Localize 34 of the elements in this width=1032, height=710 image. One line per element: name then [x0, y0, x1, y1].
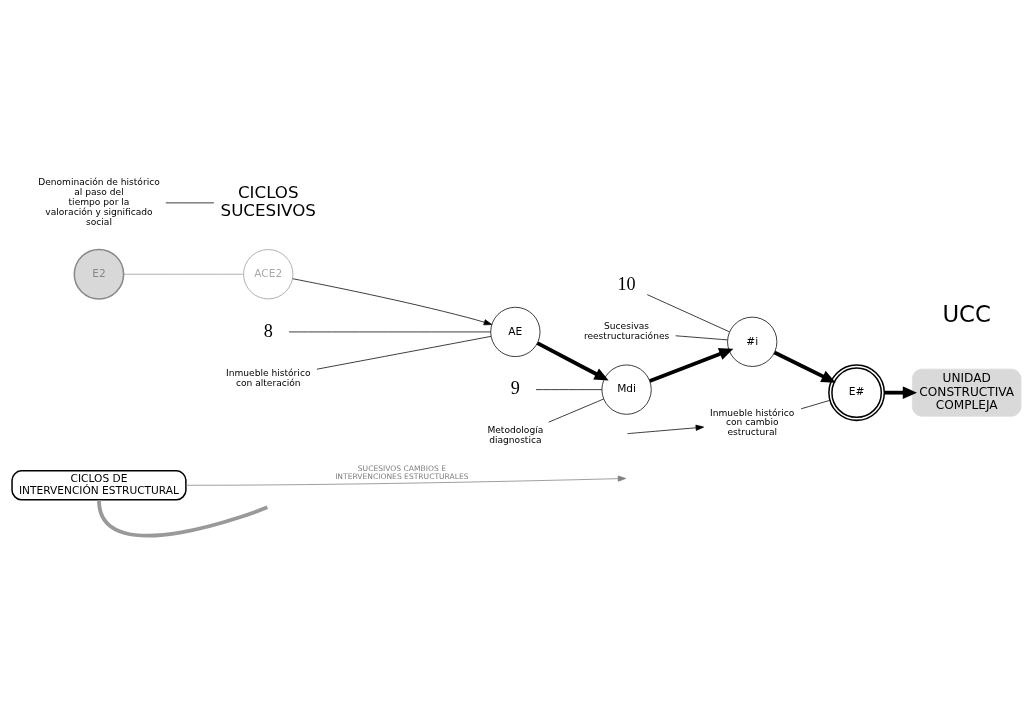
- node-text: Inmueble histórico con alteración: [225, 367, 310, 388]
- node-circle: ACE2: [242, 248, 293, 299]
- node-label: UCC: [941, 300, 991, 327]
- node-box: CICLOS DE INTERVENCIÓN ESTRUCTURAL: [10, 469, 187, 500]
- node-text: 9: [510, 377, 520, 398]
- arrow: [773, 350, 836, 383]
- arrow: [648, 347, 733, 383]
- node-circle: AE: [489, 306, 540, 357]
- connector: [122, 273, 244, 275]
- connector: [800, 399, 830, 409]
- node-circle: Mdi: [601, 364, 652, 415]
- node-text: Sucesivas reestructuraciónes: [583, 320, 669, 341]
- node-text: Metodología diagnostica: [486, 424, 543, 445]
- node-text: Denominación de histórico al paso del tiempo por la valoración y significado social: [37, 176, 160, 227]
- node-text: Inmueble histórico con cambio estructural: [709, 407, 794, 437]
- arrow: [291, 277, 492, 325]
- node-box: UNIDAD CONSTRUCTIVA COMPLEJA: [911, 368, 1021, 417]
- connector: [96, 499, 268, 537]
- connector: [547, 398, 604, 423]
- connector: [674, 334, 728, 340]
- arrow: [626, 424, 704, 434]
- connector: [288, 331, 491, 332]
- node-text: CICLOS SUCESIVOS: [220, 181, 316, 220]
- arrow: [185, 475, 626, 486]
- connector: [535, 388, 602, 390]
- connector: [316, 335, 491, 370]
- arrow: [536, 341, 609, 381]
- arrow: [884, 385, 917, 399]
- connector: [646, 293, 730, 332]
- node-circle: #i: [726, 316, 777, 367]
- edge-label: SUCESIVOS CAMBIOS E INTERVENCIONES ESTRUCTURALES: [334, 463, 469, 481]
- node-circle: E2: [73, 248, 124, 300]
- node-text: 10: [616, 273, 636, 294]
- node-text: 8: [263, 320, 273, 341]
